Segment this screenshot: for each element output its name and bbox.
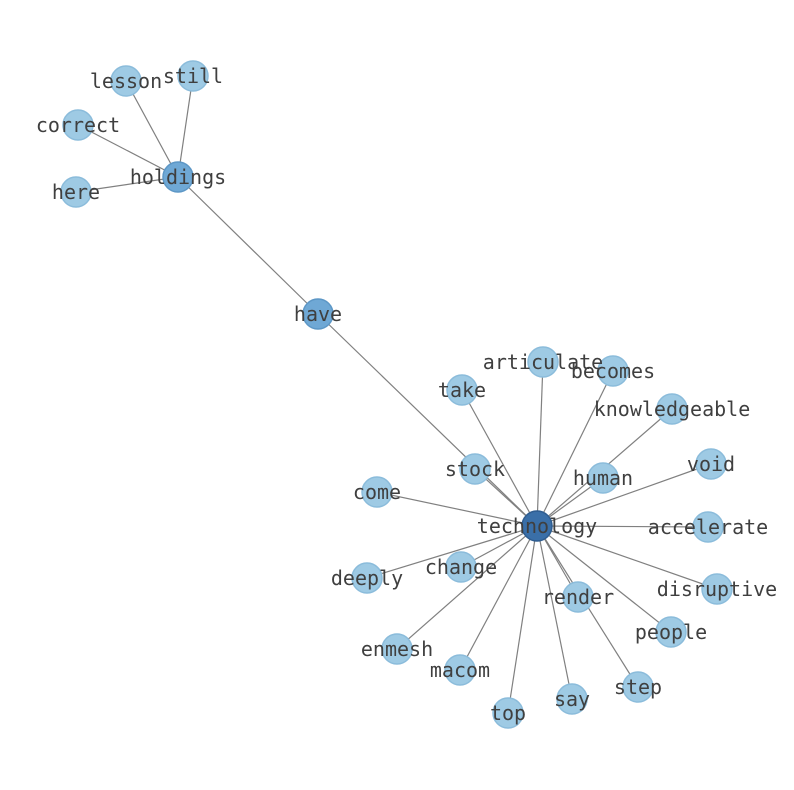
node-label-render: render bbox=[542, 585, 614, 609]
node-have[interactable] bbox=[302, 298, 334, 330]
edge-technology-take bbox=[461, 389, 538, 527]
node-label-accelerate: accelerate bbox=[648, 515, 768, 539]
node-human[interactable] bbox=[587, 462, 619, 494]
node-label-becomes: becomes bbox=[571, 359, 655, 383]
edge-holdings-lesson bbox=[125, 80, 179, 178]
node-top[interactable] bbox=[492, 697, 524, 729]
node-come[interactable] bbox=[361, 476, 393, 508]
node-label-technology: technology bbox=[477, 514, 597, 538]
edge-have-technology bbox=[317, 313, 538, 527]
node-label-change: change bbox=[425, 555, 497, 579]
node-label-here: here bbox=[52, 180, 100, 204]
edge-holdings-have bbox=[177, 176, 319, 315]
node-change[interactable] bbox=[445, 551, 477, 583]
node-correct[interactable] bbox=[62, 109, 94, 141]
node-macom[interactable] bbox=[444, 654, 476, 686]
edge-technology-top bbox=[507, 525, 538, 714]
node-label-take: take bbox=[438, 378, 486, 402]
edge-technology-people bbox=[536, 525, 672, 633]
node-label-disruptive: disruptive bbox=[657, 577, 777, 601]
node-lesson[interactable] bbox=[110, 65, 142, 97]
edge-holdings-here bbox=[75, 176, 179, 193]
node-becomes[interactable] bbox=[597, 355, 629, 387]
node-label-stock: stock bbox=[445, 457, 505, 481]
node-disruptive[interactable] bbox=[701, 573, 733, 605]
node-accelerate[interactable] bbox=[692, 511, 724, 543]
edge-technology-disruptive bbox=[536, 525, 718, 590]
node-label-knowledgeable: knowledgeable bbox=[594, 397, 751, 421]
node-label-top: top bbox=[490, 701, 526, 725]
edge-technology-enmesh bbox=[396, 525, 538, 650]
node-render[interactable] bbox=[562, 581, 594, 613]
edge-holdings-still bbox=[177, 75, 194, 178]
node-holdings[interactable] bbox=[162, 161, 194, 193]
node-knowledgeable[interactable] bbox=[656, 393, 688, 425]
node-label-lesson: lesson bbox=[90, 69, 162, 93]
node-label-say: say bbox=[554, 687, 590, 711]
node-take[interactable] bbox=[446, 374, 478, 406]
node-label-deeply: deeply bbox=[331, 566, 403, 590]
node-still[interactable] bbox=[177, 60, 209, 92]
node-technology[interactable] bbox=[521, 510, 553, 542]
node-enmesh[interactable] bbox=[381, 633, 413, 665]
node-label-macom: macom bbox=[430, 658, 490, 682]
node-say[interactable] bbox=[556, 683, 588, 715]
node-void[interactable] bbox=[695, 448, 727, 480]
node-label-people: people bbox=[635, 620, 707, 644]
node-layer bbox=[60, 60, 733, 729]
node-step[interactable] bbox=[622, 671, 654, 703]
edge-technology-articulate bbox=[536, 361, 544, 527]
node-stock[interactable] bbox=[459, 453, 491, 485]
node-label-step: step bbox=[614, 675, 662, 699]
edge-technology-accelerate bbox=[536, 525, 709, 528]
edge-holdings-correct bbox=[77, 124, 179, 178]
edge-technology-deeply bbox=[366, 525, 538, 579]
node-label-correct: correct bbox=[36, 113, 120, 137]
node-label-come: come bbox=[353, 480, 401, 504]
node-articulate[interactable] bbox=[527, 346, 559, 378]
edge-technology-void bbox=[536, 463, 712, 527]
node-label-holdings: holdings bbox=[130, 165, 226, 189]
edge-technology-come bbox=[376, 491, 538, 527]
node-label-human: human bbox=[573, 466, 633, 490]
node-label-have: have bbox=[294, 302, 342, 326]
node-label-articulate: articulate bbox=[483, 350, 603, 374]
node-label-enmesh: enmesh bbox=[361, 637, 433, 661]
node-label-still: still bbox=[163, 64, 223, 88]
edge-technology-say bbox=[536, 525, 573, 700]
edge-technology-becomes bbox=[536, 370, 614, 527]
edge-technology-macom bbox=[459, 525, 538, 671]
node-label-void: void bbox=[687, 452, 735, 476]
node-here[interactable] bbox=[60, 176, 92, 208]
node-deeply[interactable] bbox=[351, 562, 383, 594]
node-people[interactable] bbox=[655, 616, 687, 648]
